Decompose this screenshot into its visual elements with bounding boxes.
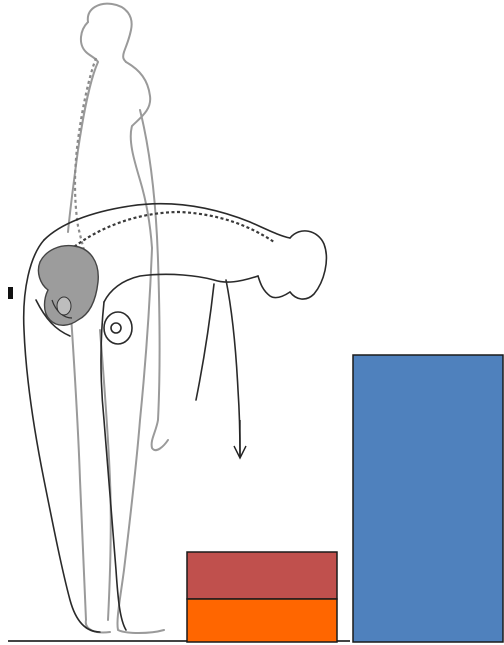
bent-head bbox=[290, 231, 326, 299]
bent-hip-joint bbox=[104, 312, 132, 344]
upright-spine bbox=[75, 58, 96, 268]
orange-block bbox=[187, 599, 337, 642]
upright-head bbox=[88, 4, 132, 62]
edge-marker bbox=[8, 287, 13, 299]
downward-arrow-icon bbox=[234, 420, 246, 458]
bent-spine bbox=[70, 212, 274, 250]
bent-face bbox=[258, 276, 290, 298]
red-block bbox=[187, 552, 337, 599]
upright-figure bbox=[68, 4, 168, 633]
bent-arm-back bbox=[196, 284, 214, 400]
upright-face bbox=[81, 22, 98, 62]
pelvis-icon bbox=[38, 246, 98, 326]
bent-hip-socket bbox=[111, 323, 121, 333]
bent-back bbox=[44, 204, 290, 240]
upright-front-leg bbox=[117, 248, 164, 633]
bent-chest bbox=[104, 274, 258, 302]
blue-block bbox=[353, 355, 503, 642]
upright-back-leg bbox=[70, 300, 110, 633]
upright-arm bbox=[140, 110, 168, 450]
upright-back bbox=[68, 62, 98, 232]
bent-arm bbox=[226, 280, 240, 456]
